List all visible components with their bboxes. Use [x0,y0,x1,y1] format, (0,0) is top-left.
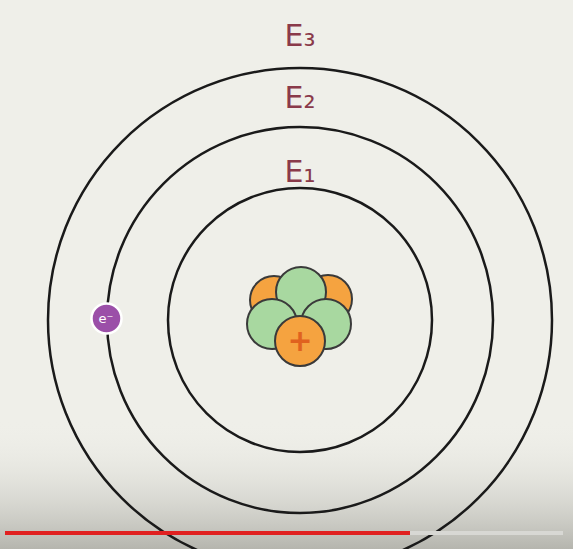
proton-circle [275,316,325,366]
progress-bar [5,531,410,535]
orbit-1 [168,188,432,452]
orbit-2 [107,127,493,513]
energy-level-label: E₂ [285,83,316,113]
energy-level-label: E₁ [285,157,316,187]
electron-text: e⁻ [99,312,114,325]
proton-text: + [287,326,312,356]
orbit-3 [48,68,552,549]
proton: + [273,314,327,368]
bottom-shade [0,420,573,549]
electron: e⁻ [89,301,124,336]
progress-track [5,531,563,535]
electron-circle [91,303,121,333]
energy-level-label: E₃ [285,21,316,51]
